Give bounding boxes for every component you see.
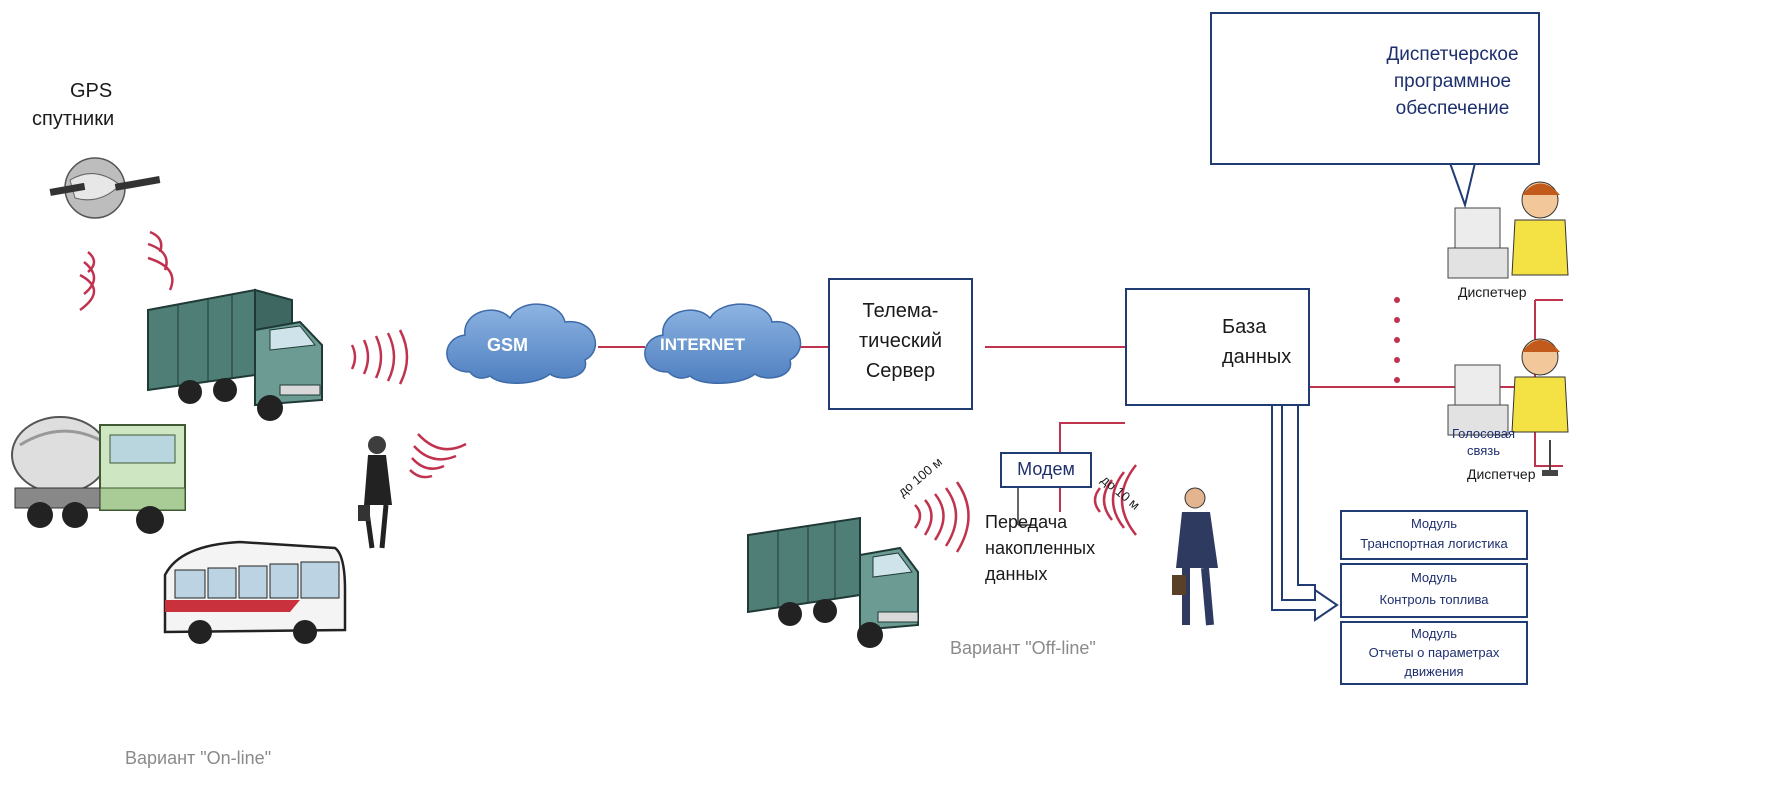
concrete-mixer-icon	[11, 416, 186, 534]
module-fuel-control	[1340, 563, 1528, 618]
telematic-server-box	[828, 278, 973, 410]
gps-label-line1: GPS	[70, 80, 113, 102]
offline-person-signal-waves	[1093, 464, 1137, 536]
variant-offline-label: Вариант "Off-line"	[950, 638, 1096, 658]
module-3-line1: Модуль	[1410, 626, 1458, 641]
module-2-line2: Контроль топлива	[1379, 592, 1489, 607]
database-label-line2: данных	[1222, 346, 1292, 368]
module-transport-logistics	[1340, 510, 1528, 560]
module-1-line2: Транспортная логистика	[1360, 536, 1508, 551]
voice-label-line1: Голосовая	[1452, 426, 1515, 441]
modem-box	[1000, 452, 1092, 488]
gsm-cloud-label: GSM	[487, 335, 529, 355]
dispatcher-label-bottom: Диспетчер	[1467, 466, 1536, 482]
software-callout-box	[1210, 12, 1540, 165]
software-label-line3: обеспечение	[1395, 98, 1510, 119]
dispatcher-label-top: Диспетчер	[1458, 284, 1527, 300]
gps-satellite-icon	[49, 157, 161, 219]
walking-man-icon	[1172, 487, 1218, 626]
variant-online-label: Вариант "On-line"	[125, 748, 272, 768]
server-label-line1: Телема-	[862, 300, 939, 322]
truck-offline-icon	[747, 516, 919, 648]
module-motion-reports	[1340, 621, 1528, 685]
database-box	[1125, 288, 1310, 406]
offline-truck-signal-waves	[913, 481, 970, 553]
voice-label-line2: связь	[1467, 443, 1501, 458]
module-3-line2: Отчеты о параметрах	[1368, 645, 1500, 660]
transfer-label-line3: данных	[985, 564, 1048, 584]
gsm-cloud-icon	[446, 303, 596, 384]
dispatcher-ellipsis	[1394, 297, 1400, 383]
module-1-line1: Модуль	[1410, 516, 1458, 531]
software-label-line2: программное	[1393, 71, 1512, 92]
transfer-label-line2: накопленных	[985, 538, 1096, 558]
database-label-line1: База	[1222, 316, 1267, 338]
server-label-line3: Сервер	[865, 360, 936, 382]
walking-woman-icon	[358, 436, 392, 549]
server-label-line2: тический	[859, 330, 942, 352]
bus-icon	[163, 540, 347, 644]
dispatcher-top-icon	[1447, 181, 1569, 279]
gps-label-line2: спутники	[32, 108, 115, 130]
person-signal-waves	[409, 433, 467, 479]
module-2-line1: Модуль	[1410, 570, 1458, 585]
transfer-label-line1: Передача	[985, 512, 1068, 532]
module-arrows	[1271, 404, 1339, 622]
module-3-line3: движения	[1404, 664, 1464, 679]
modem-label: Модем	[1017, 459, 1075, 479]
truck-signal-waves	[350, 329, 409, 385]
software-label-line1: Диспетчерское	[1386, 44, 1519, 65]
gps-signal-waves	[79, 230, 174, 312]
internet-cloud-icon	[644, 303, 802, 384]
truck-online-icon	[147, 288, 323, 421]
internet-cloud-label: INTERNET	[660, 335, 745, 354]
dispatcher-bottom-icon	[1447, 338, 1569, 476]
